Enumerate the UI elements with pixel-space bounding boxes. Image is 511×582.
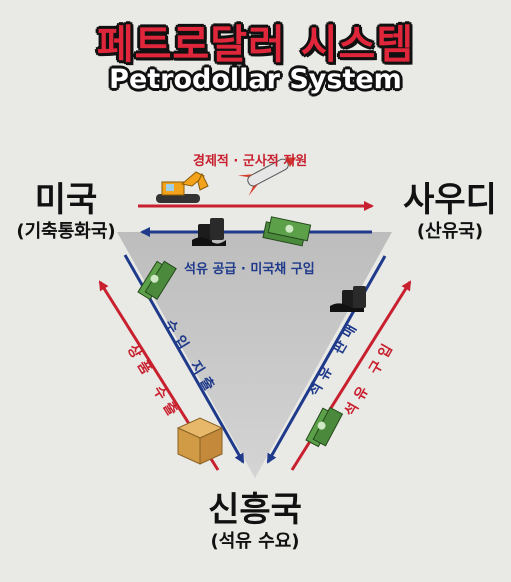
label-usa-to-saudi: 경제적 · 군사적 지원 <box>193 154 308 169</box>
page-subtitle: Petrodollar System <box>109 64 402 95</box>
page-title: 페트로달러 시스템 <box>96 22 415 68</box>
node-usa-name: 미국 <box>34 180 98 220</box>
triangle-background <box>117 232 392 478</box>
node-saudi: 사우디 (산유국) <box>395 180 505 244</box>
node-usa: 미국 (기축통화국) <box>6 180 126 244</box>
node-usa-sub: (기축통화국) <box>16 221 116 242</box>
node-emerging-name: 신흥국 <box>208 490 302 530</box>
excavator-icon <box>156 171 209 203</box>
oil-barrel-icon <box>330 286 366 312</box>
label-emerging-to-usa: 상품 수출 <box>124 341 184 423</box>
node-saudi-name: 사우디 <box>403 180 497 220</box>
cardboard-box-icon <box>176 417 224 465</box>
node-emerging-sub: (석유 수요) <box>210 531 300 552</box>
money-bundle-icon <box>137 260 177 301</box>
node-emerging: 신흥국 (석유 수요) <box>190 490 320 554</box>
oil-barrel-icon <box>192 218 226 246</box>
label-saudi-to-usa: 석유 공급 · 미국채 구입 <box>184 262 315 277</box>
money-bundle-icon <box>305 406 344 448</box>
node-saudi-sub: (산유국) <box>416 221 484 242</box>
money-bundle-icon <box>262 216 312 247</box>
